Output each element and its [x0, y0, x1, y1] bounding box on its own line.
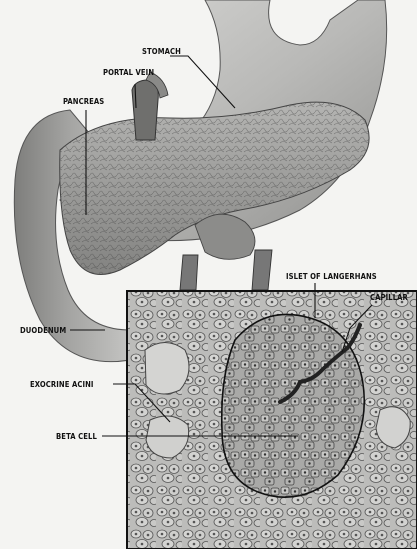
label-pancreas: PANCREAS [63, 97, 104, 106]
label-beta-cell: BETA CELL [56, 432, 97, 441]
tissue-inset [127, 291, 417, 549]
label-capillary: CAPILLAR [370, 293, 409, 302]
portal-vein-shape [132, 80, 158, 140]
label-exocrine-acini: EXOCRINE ACINI [30, 380, 94, 389]
label-duodenum: DUODENUM [20, 326, 66, 335]
label-stomach: STOMACH [142, 47, 181, 56]
label-islet-of-langerhans: ISLET OF LANGERHANS [286, 272, 377, 281]
label-portal-vein: PORTAL VEIN [103, 68, 154, 77]
